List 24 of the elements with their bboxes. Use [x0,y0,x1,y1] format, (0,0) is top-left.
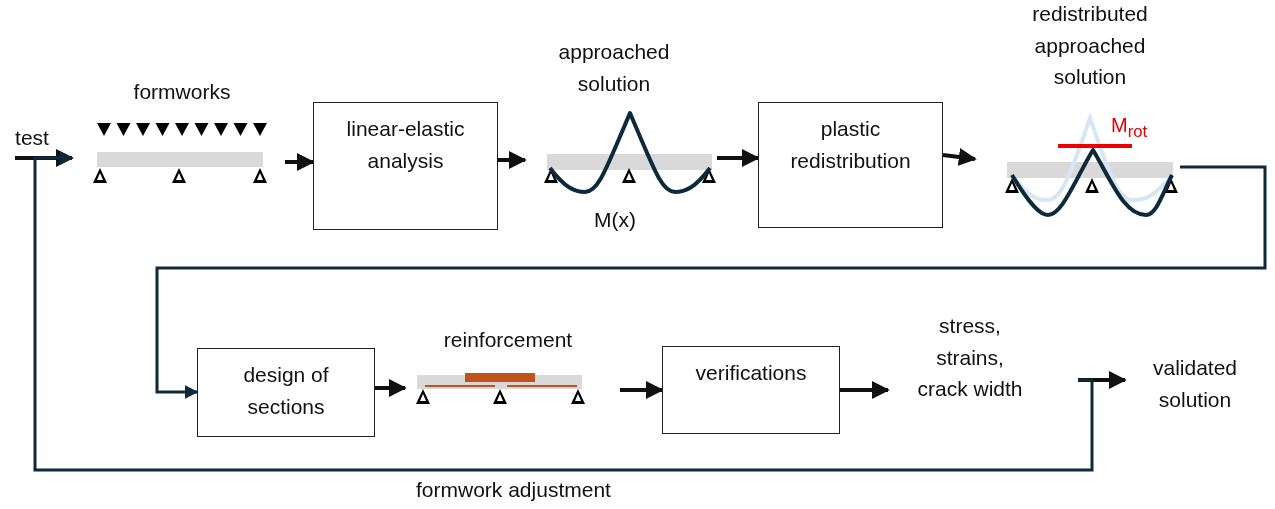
flow-label: validated solution [1151,355,1239,413]
arrow [620,381,664,399]
arrow [717,149,760,167]
arrow [15,149,74,167]
step-heading: reinforcement [442,327,574,353]
process-box: design of sections [197,348,375,437]
moment-label: M$_{rot}$ [1111,113,1149,143]
moment-label: M(x) [593,207,637,233]
arrow [155,165,1267,399]
arrow [840,381,890,399]
arrow [942,148,977,166]
process-box: linear-elastic analysis [313,102,498,230]
arrow [375,379,407,397]
flow-label: test [14,125,50,151]
step-heading: redistributed approached solution [1031,1,1149,90]
process-box: plastic redistribution [758,102,943,228]
process-box: verifications [662,346,840,434]
arrow [498,151,527,169]
step-heading: approached solution [557,39,671,97]
step-heading: formworks [132,79,232,105]
arrow [33,151,1094,472]
arrow [1078,371,1127,389]
flow-label: stress, strains, crack width [916,313,1024,402]
arrow [285,153,315,171]
